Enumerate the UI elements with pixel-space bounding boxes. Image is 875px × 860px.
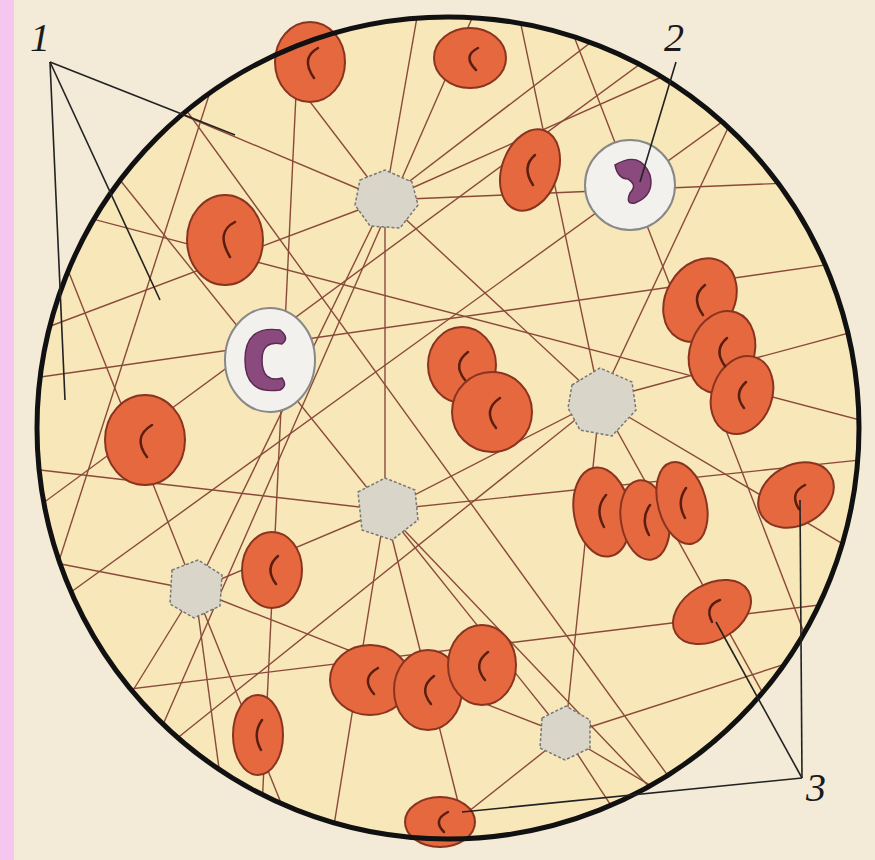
leader-lines	[50, 62, 802, 812]
callout-number: 1	[30, 18, 50, 58]
leukocytes	[225, 140, 675, 412]
callout-number: 2	[664, 18, 684, 58]
field-border	[37, 17, 859, 839]
page-ground	[14, 0, 875, 860]
fibrin-threads	[20, 0, 870, 850]
callout-number: 3	[806, 768, 826, 808]
field-of-view	[37, 17, 859, 839]
platelets	[170, 170, 636, 760]
erythrocyte-folds	[141, 48, 805, 832]
